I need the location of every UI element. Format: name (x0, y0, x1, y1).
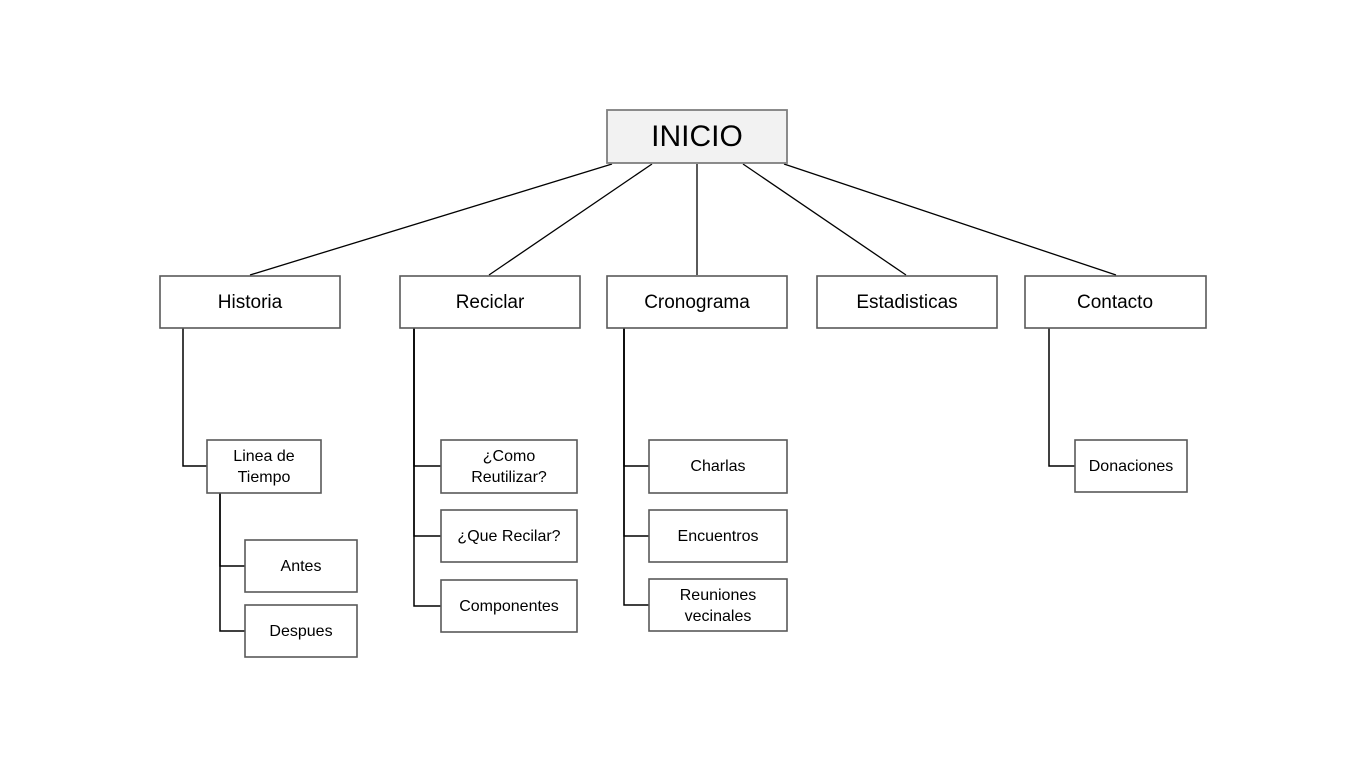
node-reuniones-vecinales-box[interactable] (648, 578, 788, 632)
connector-reciclar-componentes (413, 328, 441, 607)
connector-inicio-contacto (783, 163, 1117, 276)
reciclar-branch-connectors (413, 328, 441, 607)
node-reciclar[interactable]: Reciclar (399, 275, 581, 329)
node-encuentros[interactable]: Encuentros (648, 509, 788, 563)
node-donaciones-label: Donaciones (1089, 458, 1174, 475)
node-charlas-label: Charlas (690, 458, 745, 475)
node-despues-label: Despues (269, 623, 332, 640)
connector-contacto-donaciones (1048, 328, 1075, 467)
connector-linea-antes (219, 493, 245, 567)
node-como-reutilizar[interactable]: ¿Como Reutilizar? (440, 439, 578, 494)
contacto-branch-connectors (1048, 328, 1075, 467)
node-antes-label: Antes (281, 558, 322, 575)
node-historia[interactable]: Historia (159, 275, 341, 329)
node-reuniones-vecinales-label: Reuniones (680, 587, 757, 604)
linea-de-tiempo-branch-connectors (219, 493, 245, 632)
node-charlas[interactable]: Charlas (648, 439, 788, 494)
node-inicio-label: INICIO (651, 120, 743, 153)
node-estadisticas[interactable]: Estadisticas (816, 275, 998, 329)
node-cronograma[interactable]: Cronograma (606, 275, 788, 329)
node-cronograma-box[interactable] (606, 275, 788, 329)
node-historia-label: Historia (218, 292, 283, 313)
node-encuentros-box[interactable] (648, 509, 788, 563)
node-charlas-box[interactable] (648, 439, 788, 494)
connector-inicio-historia (249, 163, 613, 276)
node-como-reutilizar-label: ¿Como (483, 448, 536, 465)
node-donaciones-box[interactable] (1074, 439, 1188, 493)
connector-inicio-reciclar (488, 163, 653, 276)
connector-reciclar-como-reutilizar (413, 328, 441, 467)
node-reciclar-label: Reciclar (456, 292, 525, 313)
node-contacto[interactable]: Contacto (1024, 275, 1207, 329)
node-que-recilar-label: ¿Que Recilar? (457, 528, 560, 545)
historia-branch-connectors (182, 328, 207, 467)
node-como-reutilizar-box[interactable] (440, 439, 578, 494)
connector-cronograma-charlas (623, 328, 649, 467)
node-despues[interactable]: Despues (244, 604, 358, 658)
node-linea-de-tiempo-label: Linea de (233, 448, 294, 465)
connector-historia-linea-de-tiempo (182, 328, 207, 467)
node-antes-box[interactable] (244, 539, 358, 593)
node-inicio[interactable]: INICIO (606, 109, 788, 164)
node-componentes-box[interactable] (440, 579, 578, 633)
node-estadisticas-label: Estadisticas (856, 292, 957, 313)
node-linea-de-tiempo-box[interactable] (206, 439, 322, 494)
node-reciclar-box[interactable] (399, 275, 581, 329)
node-linea-de-tiempo[interactable]: Linea de Tiempo (206, 439, 322, 494)
root-fanout-connectors (249, 163, 1117, 276)
node-inicio-box[interactable] (606, 109, 788, 164)
connector-inicio-estadisticas (742, 163, 907, 276)
connector-linea-despues (219, 493, 245, 632)
node-contacto-label: Contacto (1077, 292, 1153, 313)
cronograma-branch-connectors (623, 328, 649, 606)
node-cronograma-label: Cronograma (644, 292, 750, 313)
node-estadisticas-box[interactable] (816, 275, 998, 329)
node-componentes-label: Componentes (459, 598, 559, 615)
connector-cronograma-reuniones-vecinales (623, 328, 649, 606)
node-como-reutilizar-label-line2: Reutilizar? (471, 469, 547, 486)
node-despues-box[interactable] (244, 604, 358, 658)
node-componentes[interactable]: Componentes (440, 579, 578, 633)
node-reuniones-vecinales[interactable]: Reuniones vecinales (648, 578, 788, 632)
node-contacto-box[interactable] (1024, 275, 1207, 329)
node-linea-de-tiempo-label-line2: Tiempo (238, 469, 291, 486)
node-antes[interactable]: Antes (244, 539, 358, 593)
node-encuentros-label: Encuentros (678, 528, 759, 545)
node-que-recilar[interactable]: ¿Que Recilar? (440, 509, 578, 563)
node-historia-box[interactable] (159, 275, 341, 329)
node-donaciones[interactable]: Donaciones (1074, 439, 1188, 493)
connector-cronograma-encuentros (623, 328, 649, 537)
connector-reciclar-que-recilar (413, 328, 441, 537)
node-que-recilar-box[interactable] (440, 509, 578, 563)
node-reuniones-vecinales-label-line2: vecinales (685, 608, 752, 625)
